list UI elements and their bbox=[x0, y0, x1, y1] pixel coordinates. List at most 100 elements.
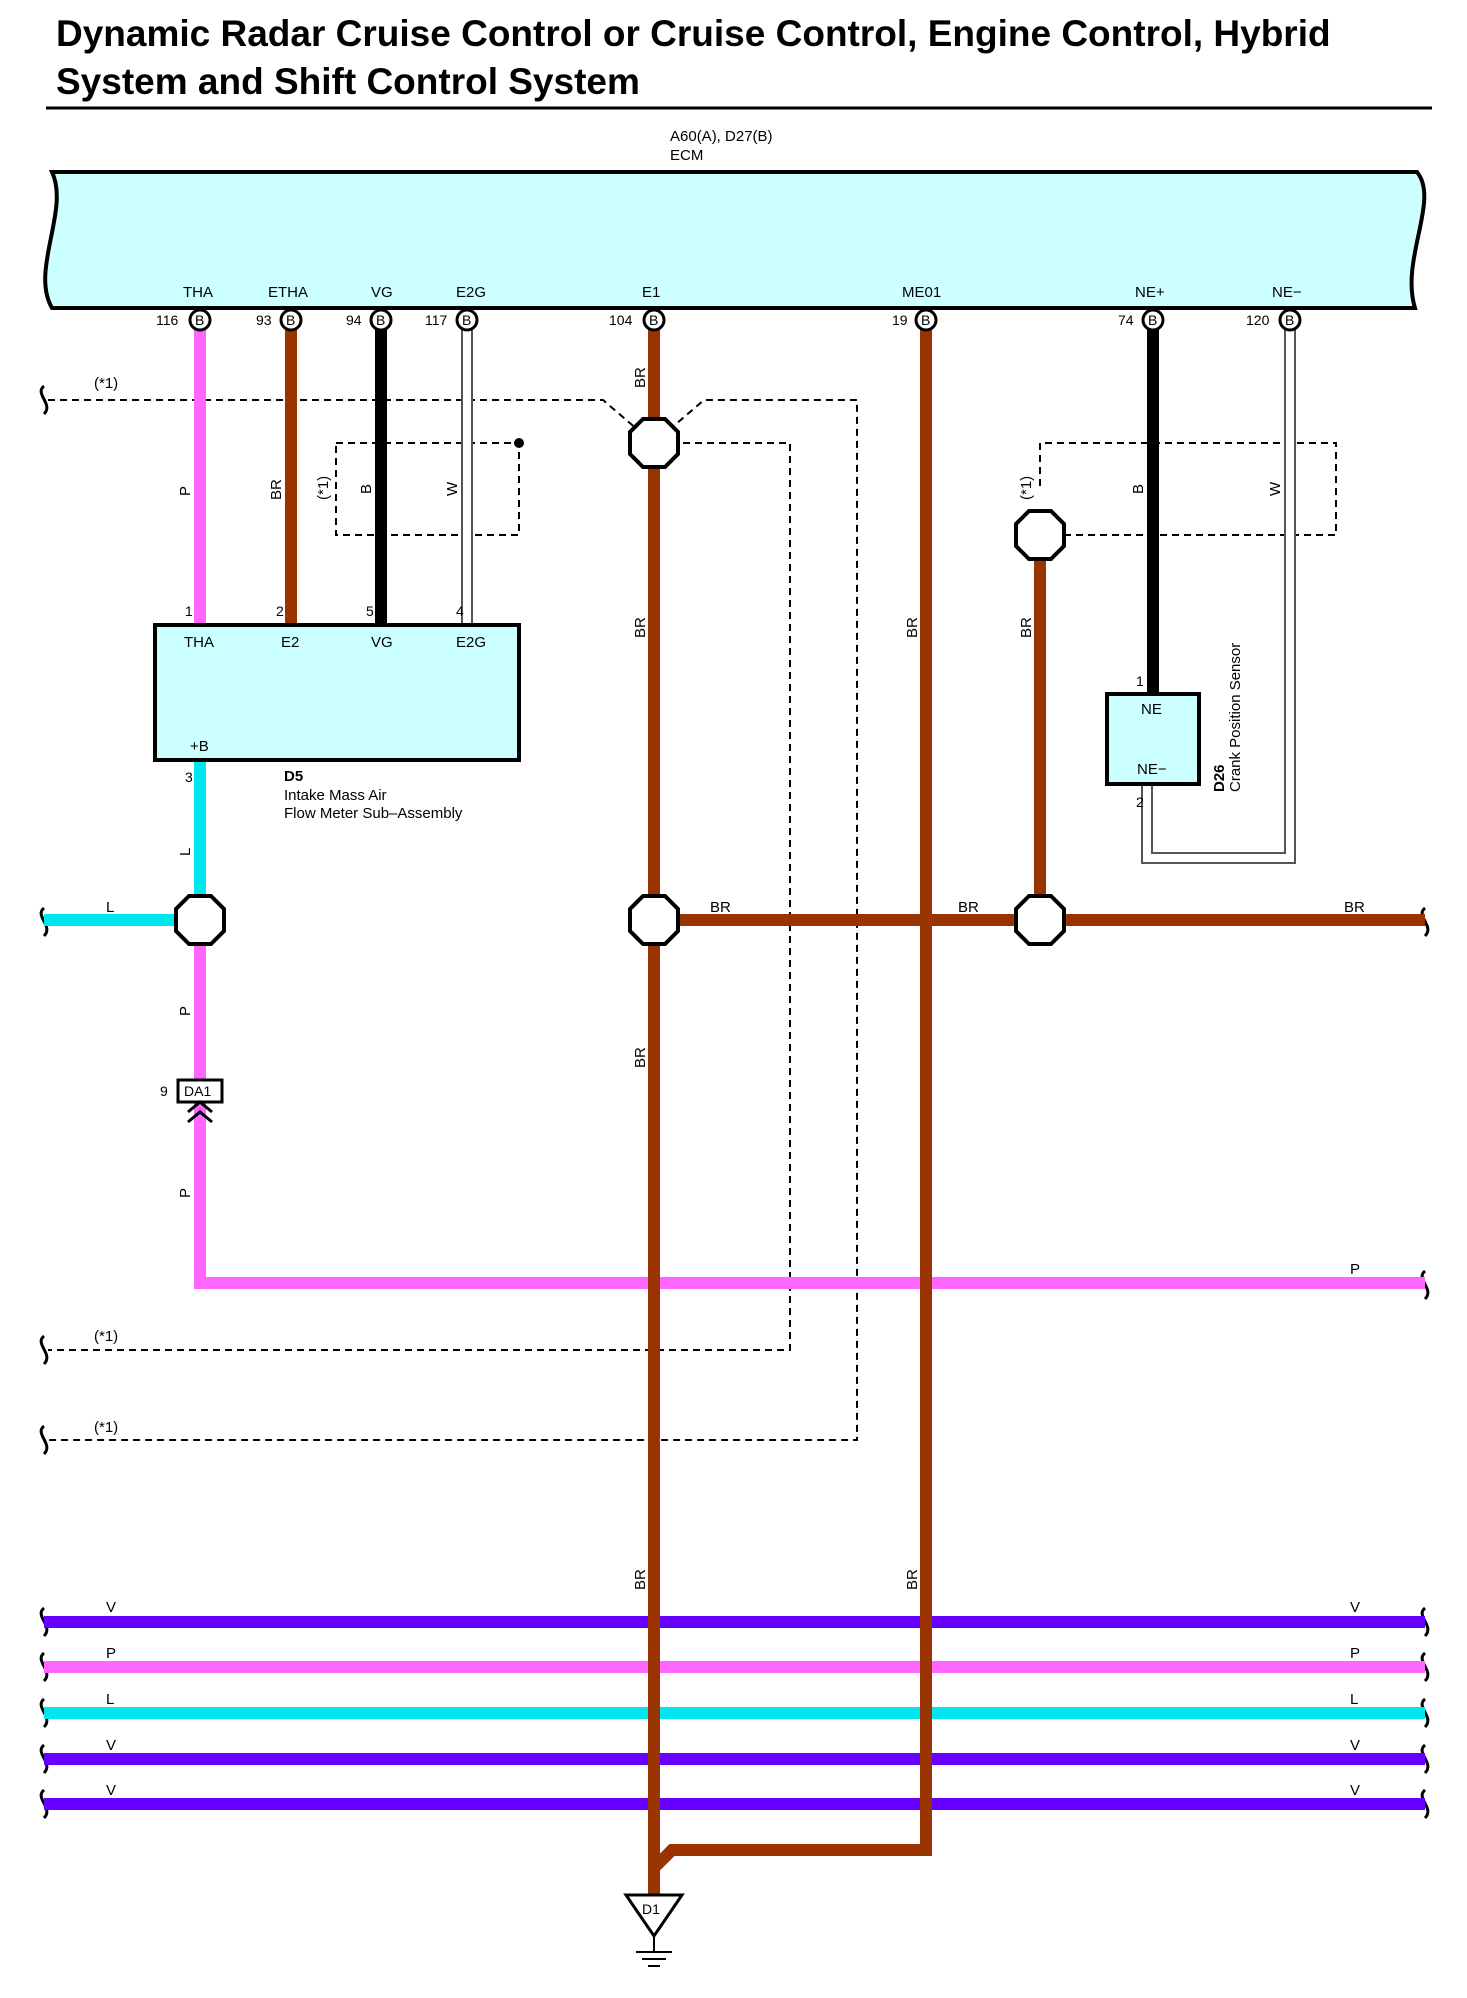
ecm-pin-label: THA bbox=[183, 284, 213, 301]
svg-text:V: V bbox=[106, 1737, 116, 1754]
svg-text:BR: BR bbox=[958, 899, 979, 916]
svg-text:(*1): (*1) bbox=[1018, 476, 1035, 500]
wires bbox=[44, 320, 1425, 1895]
ecm-pin-label: E2G bbox=[456, 284, 486, 301]
svg-text:1: 1 bbox=[185, 603, 193, 619]
d5-name-1: Intake Mass Air bbox=[284, 787, 387, 804]
svg-text:BR: BR bbox=[268, 479, 285, 500]
ecm-pin-num: 93 bbox=[256, 312, 272, 328]
svg-text:P: P bbox=[177, 486, 194, 496]
svg-text:BR: BR bbox=[710, 899, 731, 916]
svg-text:P: P bbox=[177, 1188, 194, 1198]
d26-ref: D26 bbox=[1211, 764, 1228, 792]
svg-text:D1: D1 bbox=[642, 1901, 660, 1917]
ecm-pin-num: 120 bbox=[1246, 312, 1270, 328]
svg-text:B: B bbox=[376, 312, 385, 328]
svg-text:P: P bbox=[106, 1645, 116, 1662]
svg-text:L: L bbox=[106, 899, 114, 916]
svg-text:V: V bbox=[1350, 1737, 1360, 1754]
wire-color-labels: P BR B W BR BR BR BR BR BR BR B W L P P … bbox=[106, 367, 1365, 1799]
ecm-pin-label: VG bbox=[371, 284, 393, 301]
ecm-pin-num: 116 bbox=[156, 312, 179, 328]
svg-text:BR: BR bbox=[632, 367, 649, 388]
svg-text:B: B bbox=[1130, 484, 1147, 494]
svg-text:BR: BR bbox=[632, 1047, 649, 1068]
ecm-pin-label: E1 bbox=[642, 284, 660, 301]
ecm-pin-labels: THA ETHA VG E2G E1 ME01 NE+ NE− bbox=[183, 284, 1302, 301]
ecm-pins: B B B B B B B B 116 93 94 117 104 19 74 … bbox=[156, 308, 1302, 332]
ecm-pin-num: 94 bbox=[346, 312, 362, 328]
ground-d1: D1 bbox=[623, 1893, 685, 1967]
d5-labels: THA E2 VG E2G +B 1 2 5 4 3 D5 Intake Mas… bbox=[184, 603, 486, 822]
svg-text:BR: BR bbox=[904, 617, 921, 638]
ecm-pin-num: 74 bbox=[1118, 312, 1134, 328]
d26-name: Crank Position Sensor bbox=[1227, 643, 1244, 792]
svg-text:+B: +B bbox=[190, 738, 209, 755]
shield-dot bbox=[514, 438, 524, 448]
svg-text:E2: E2 bbox=[281, 634, 299, 651]
shield-lines bbox=[48, 399, 1337, 1441]
title-line-1: Dynamic Radar Cruise Control or Cruise C… bbox=[56, 13, 1331, 54]
svg-text:P: P bbox=[1350, 1261, 1360, 1278]
ecm-pin-label: ETHA bbox=[268, 284, 308, 301]
svg-text:V: V bbox=[106, 1782, 116, 1799]
svg-text:B: B bbox=[1148, 312, 1157, 328]
svg-text:NE: NE bbox=[1141, 701, 1162, 718]
svg-text:W: W bbox=[1267, 481, 1284, 496]
d5-name-2: Flow Meter Sub–Assembly bbox=[284, 805, 463, 822]
svg-text:4: 4 bbox=[456, 603, 464, 619]
d26-labels: NE NE− 1 2 D26 Crank Position Sensor bbox=[1136, 643, 1244, 810]
svg-text:L: L bbox=[177, 848, 194, 856]
d26-box bbox=[1105, 692, 1201, 786]
svg-text:NE−: NE− bbox=[1137, 761, 1167, 778]
svg-text:B: B bbox=[358, 484, 375, 494]
ecm-pin-label: ME01 bbox=[902, 284, 941, 301]
svg-text:V: V bbox=[1350, 1782, 1360, 1799]
ecm-ref: A60(A), D27(B) bbox=[670, 128, 773, 145]
svg-text:B: B bbox=[649, 312, 658, 328]
svg-text:3: 3 bbox=[185, 769, 193, 785]
ecm-pin-num: 104 bbox=[609, 312, 633, 328]
title-line-2: System and Shift Control System bbox=[56, 61, 640, 102]
diagram-title: Dynamic Radar Cruise Control or Cruise C… bbox=[56, 10, 1436, 106]
svg-text:BR: BR bbox=[1018, 617, 1035, 638]
svg-text:E2G: E2G bbox=[456, 634, 486, 651]
shield-notes: (*1) (*1) (*1) (*1) (*1) bbox=[94, 375, 1035, 1436]
svg-text:2: 2 bbox=[276, 603, 284, 619]
svg-text:B: B bbox=[1285, 312, 1294, 328]
d5-box bbox=[153, 623, 521, 762]
svg-text:B: B bbox=[195, 312, 204, 328]
svg-text:P: P bbox=[1350, 1645, 1360, 1662]
svg-text:9: 9 bbox=[160, 1083, 168, 1099]
svg-text:V: V bbox=[1350, 1599, 1360, 1616]
ecm-pin-num: 19 bbox=[892, 312, 908, 328]
svg-text:VG: VG bbox=[371, 634, 393, 651]
svg-text:V: V bbox=[106, 1599, 116, 1616]
svg-text:(*1): (*1) bbox=[94, 1328, 118, 1345]
ecm-pin-label: NE− bbox=[1272, 284, 1302, 301]
ecm-box bbox=[43, 170, 1427, 310]
svg-text:P: P bbox=[177, 1006, 194, 1016]
svg-text:2: 2 bbox=[1136, 794, 1144, 810]
da1-connector: DA1 9 bbox=[160, 1078, 224, 1124]
svg-text:BR: BR bbox=[904, 1569, 921, 1590]
svg-text:(*1): (*1) bbox=[94, 375, 118, 392]
ecm-pin-label: NE+ bbox=[1135, 284, 1165, 301]
svg-text:BR: BR bbox=[632, 617, 649, 638]
svg-text:5: 5 bbox=[366, 603, 374, 619]
svg-text:BR: BR bbox=[632, 1569, 649, 1590]
svg-text:B: B bbox=[286, 312, 295, 328]
svg-text:L: L bbox=[106, 1691, 114, 1708]
svg-text:DA1: DA1 bbox=[184, 1083, 211, 1099]
svg-text:THA: THA bbox=[184, 634, 214, 651]
svg-text:B: B bbox=[462, 312, 471, 328]
svg-text:1: 1 bbox=[1136, 673, 1144, 689]
svg-text:L: L bbox=[1350, 1691, 1358, 1708]
ecm-name: ECM bbox=[670, 147, 703, 164]
svg-text:BR: BR bbox=[1344, 899, 1365, 916]
break-marks bbox=[39, 384, 1430, 1820]
svg-text:(*1): (*1) bbox=[315, 476, 332, 500]
ecm-pin-num: 117 bbox=[425, 312, 448, 328]
svg-text:B: B bbox=[921, 312, 930, 328]
